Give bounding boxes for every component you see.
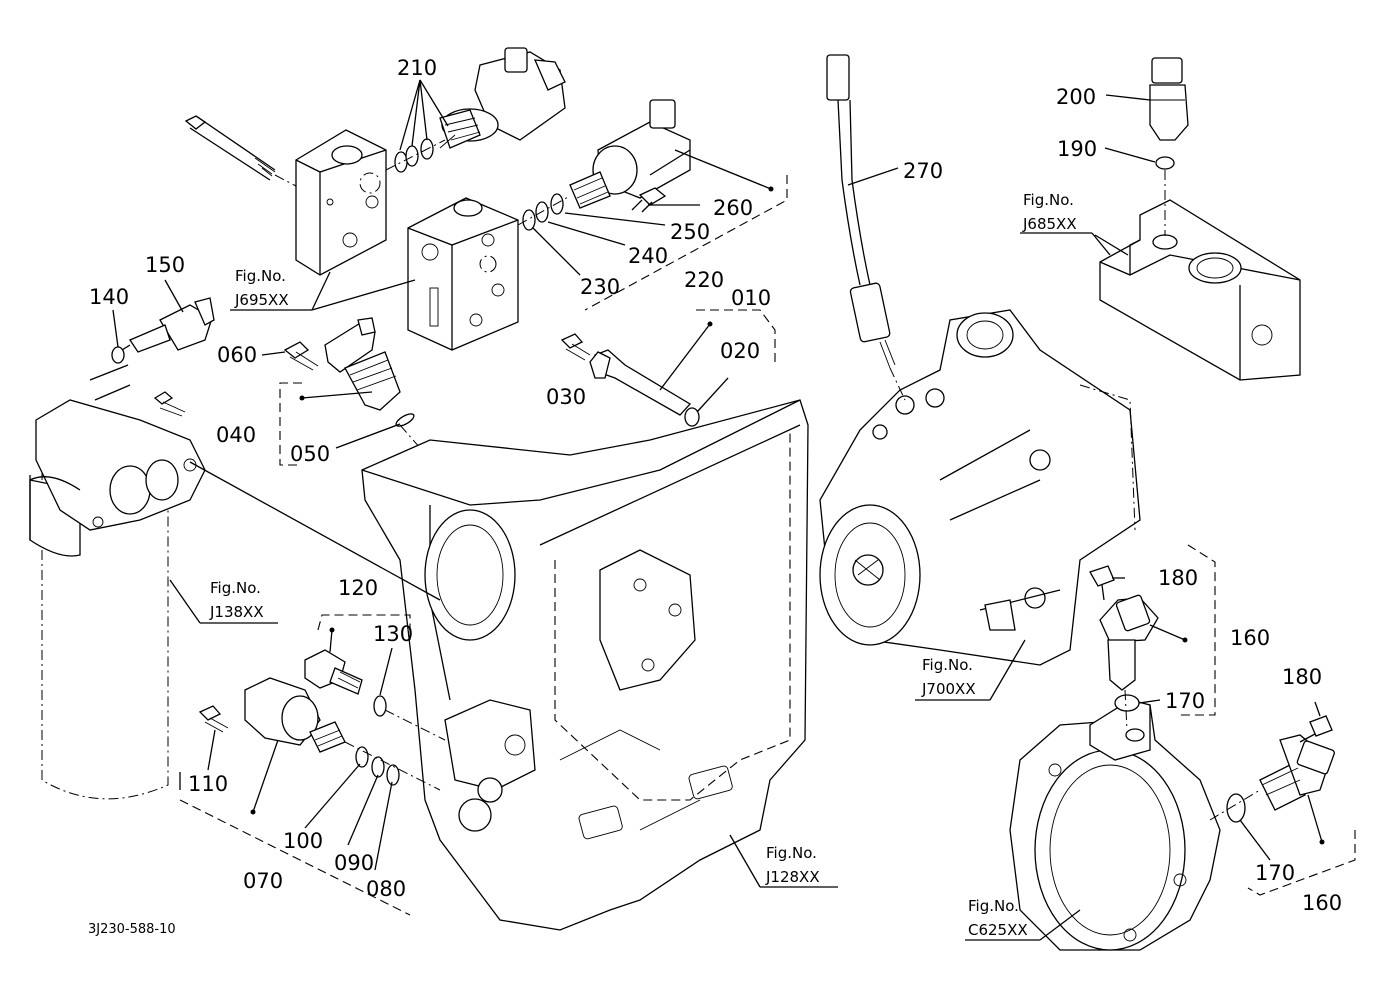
hydraulic-pump[interactable] [819,309,1141,666]
transmission-case[interactable] [361,399,809,931]
o-ring-170-top [1114,694,1140,712]
figref-j128-line2: J128XX [765,868,820,886]
label-040: 040 [216,423,256,447]
label-270: 270 [903,159,943,183]
sensor-150[interactable] [121,297,215,353]
label-180-side: 180 [1282,665,1322,689]
bolt-030[interactable] [560,333,591,361]
label-010: 010 [731,286,771,310]
wire-harness-270[interactable] [826,54,896,369]
figref-j138-line1: Fig.No. [210,579,261,597]
label-210: 210 [397,56,437,80]
o-ring-140 [111,346,125,364]
o-ring-230 [522,209,536,231]
label-140: 140 [89,285,129,309]
o-ring-080 [386,764,400,786]
figref-j685-line2: J685XX [1022,215,1077,233]
screw-180-side[interactable] [1299,715,1333,743]
label-120: 120 [338,576,378,600]
screw-260[interactable] [631,187,667,213]
label-200: 200 [1056,85,1096,109]
o-ring-250 [550,193,564,215]
label-170-side: 170 [1255,861,1295,885]
figref-j128-line1: Fig.No. [766,844,817,862]
figref-j695-line1: Fig.No. [235,267,286,285]
bolt-110[interactable] [198,705,229,733]
sensor-160-top[interactable] [1099,594,1159,691]
screw-180-top[interactable] [1089,565,1115,601]
label-250: 250 [670,220,710,244]
o-ring-050 [395,413,415,427]
label-190: 190 [1057,137,1097,161]
label-160-side: 160 [1302,891,1342,915]
o-ring-020 [684,407,700,427]
label-090: 090 [334,851,374,875]
figref-j700-line2: J700XX [921,680,976,698]
solenoid-070[interactable] [244,677,346,753]
figref-c625-line1: Fig.No. [968,897,1019,915]
long-bolt[interactable] [184,115,276,181]
solenoid-valve-220[interactable] [569,99,691,209]
figref-j695-line2: J695XX [234,291,289,309]
label-130: 130 [373,622,413,646]
label-260: 260 [713,196,753,220]
label-230: 230 [580,275,620,299]
label-240: 240 [628,244,668,268]
label-020: 020 [720,339,760,363]
figref-j700-line1: Fig.No. [922,656,973,674]
label-160-top: 160 [1230,626,1270,650]
label-050: 050 [290,442,330,466]
label-060: 060 [217,343,257,367]
figref-c625-line2: C625XX [968,921,1028,939]
pressure-switch-200[interactable] [1149,57,1189,141]
label-030: 030 [546,385,586,409]
o-ring-130 [373,695,387,717]
o-ring-170-side [1226,793,1246,823]
hydraulic-filter[interactable] [29,399,206,800]
label-150: 150 [145,253,185,277]
sensor-040[interactable] [324,317,401,411]
block-j685[interactable] [1099,199,1301,381]
label-180-top: 180 [1158,566,1198,590]
label-070: 070 [243,869,283,893]
solenoid-valve-210[interactable] [439,47,566,149]
label-220: 220 [684,268,724,292]
valve-block-front[interactable] [407,197,519,351]
label-100: 100 [283,829,323,853]
o-ring-100 [355,746,369,768]
figref-j138-line2: J138XX [209,603,264,621]
figref-j685-line1: Fig.No. [1023,191,1074,209]
sensor-160-side[interactable] [1259,734,1335,811]
o-ring-210b [405,145,419,167]
washer-190 [1155,156,1175,170]
flange-c625[interactable] [1009,699,1221,951]
label-110: 110 [188,772,228,796]
valve-block-rear[interactable] [295,129,387,276]
shaft-010[interactable] [589,349,692,416]
bolt-060[interactable] [283,341,319,371]
label-170-top: 170 [1165,689,1205,713]
label-080: 080 [366,877,406,901]
o-ring-210a [394,151,408,173]
sensor-120[interactable] [304,649,363,695]
screw-filter[interactable] [153,391,186,417]
o-ring-090 [371,756,385,778]
diagram-code: 3J230-588-10 [88,922,176,937]
